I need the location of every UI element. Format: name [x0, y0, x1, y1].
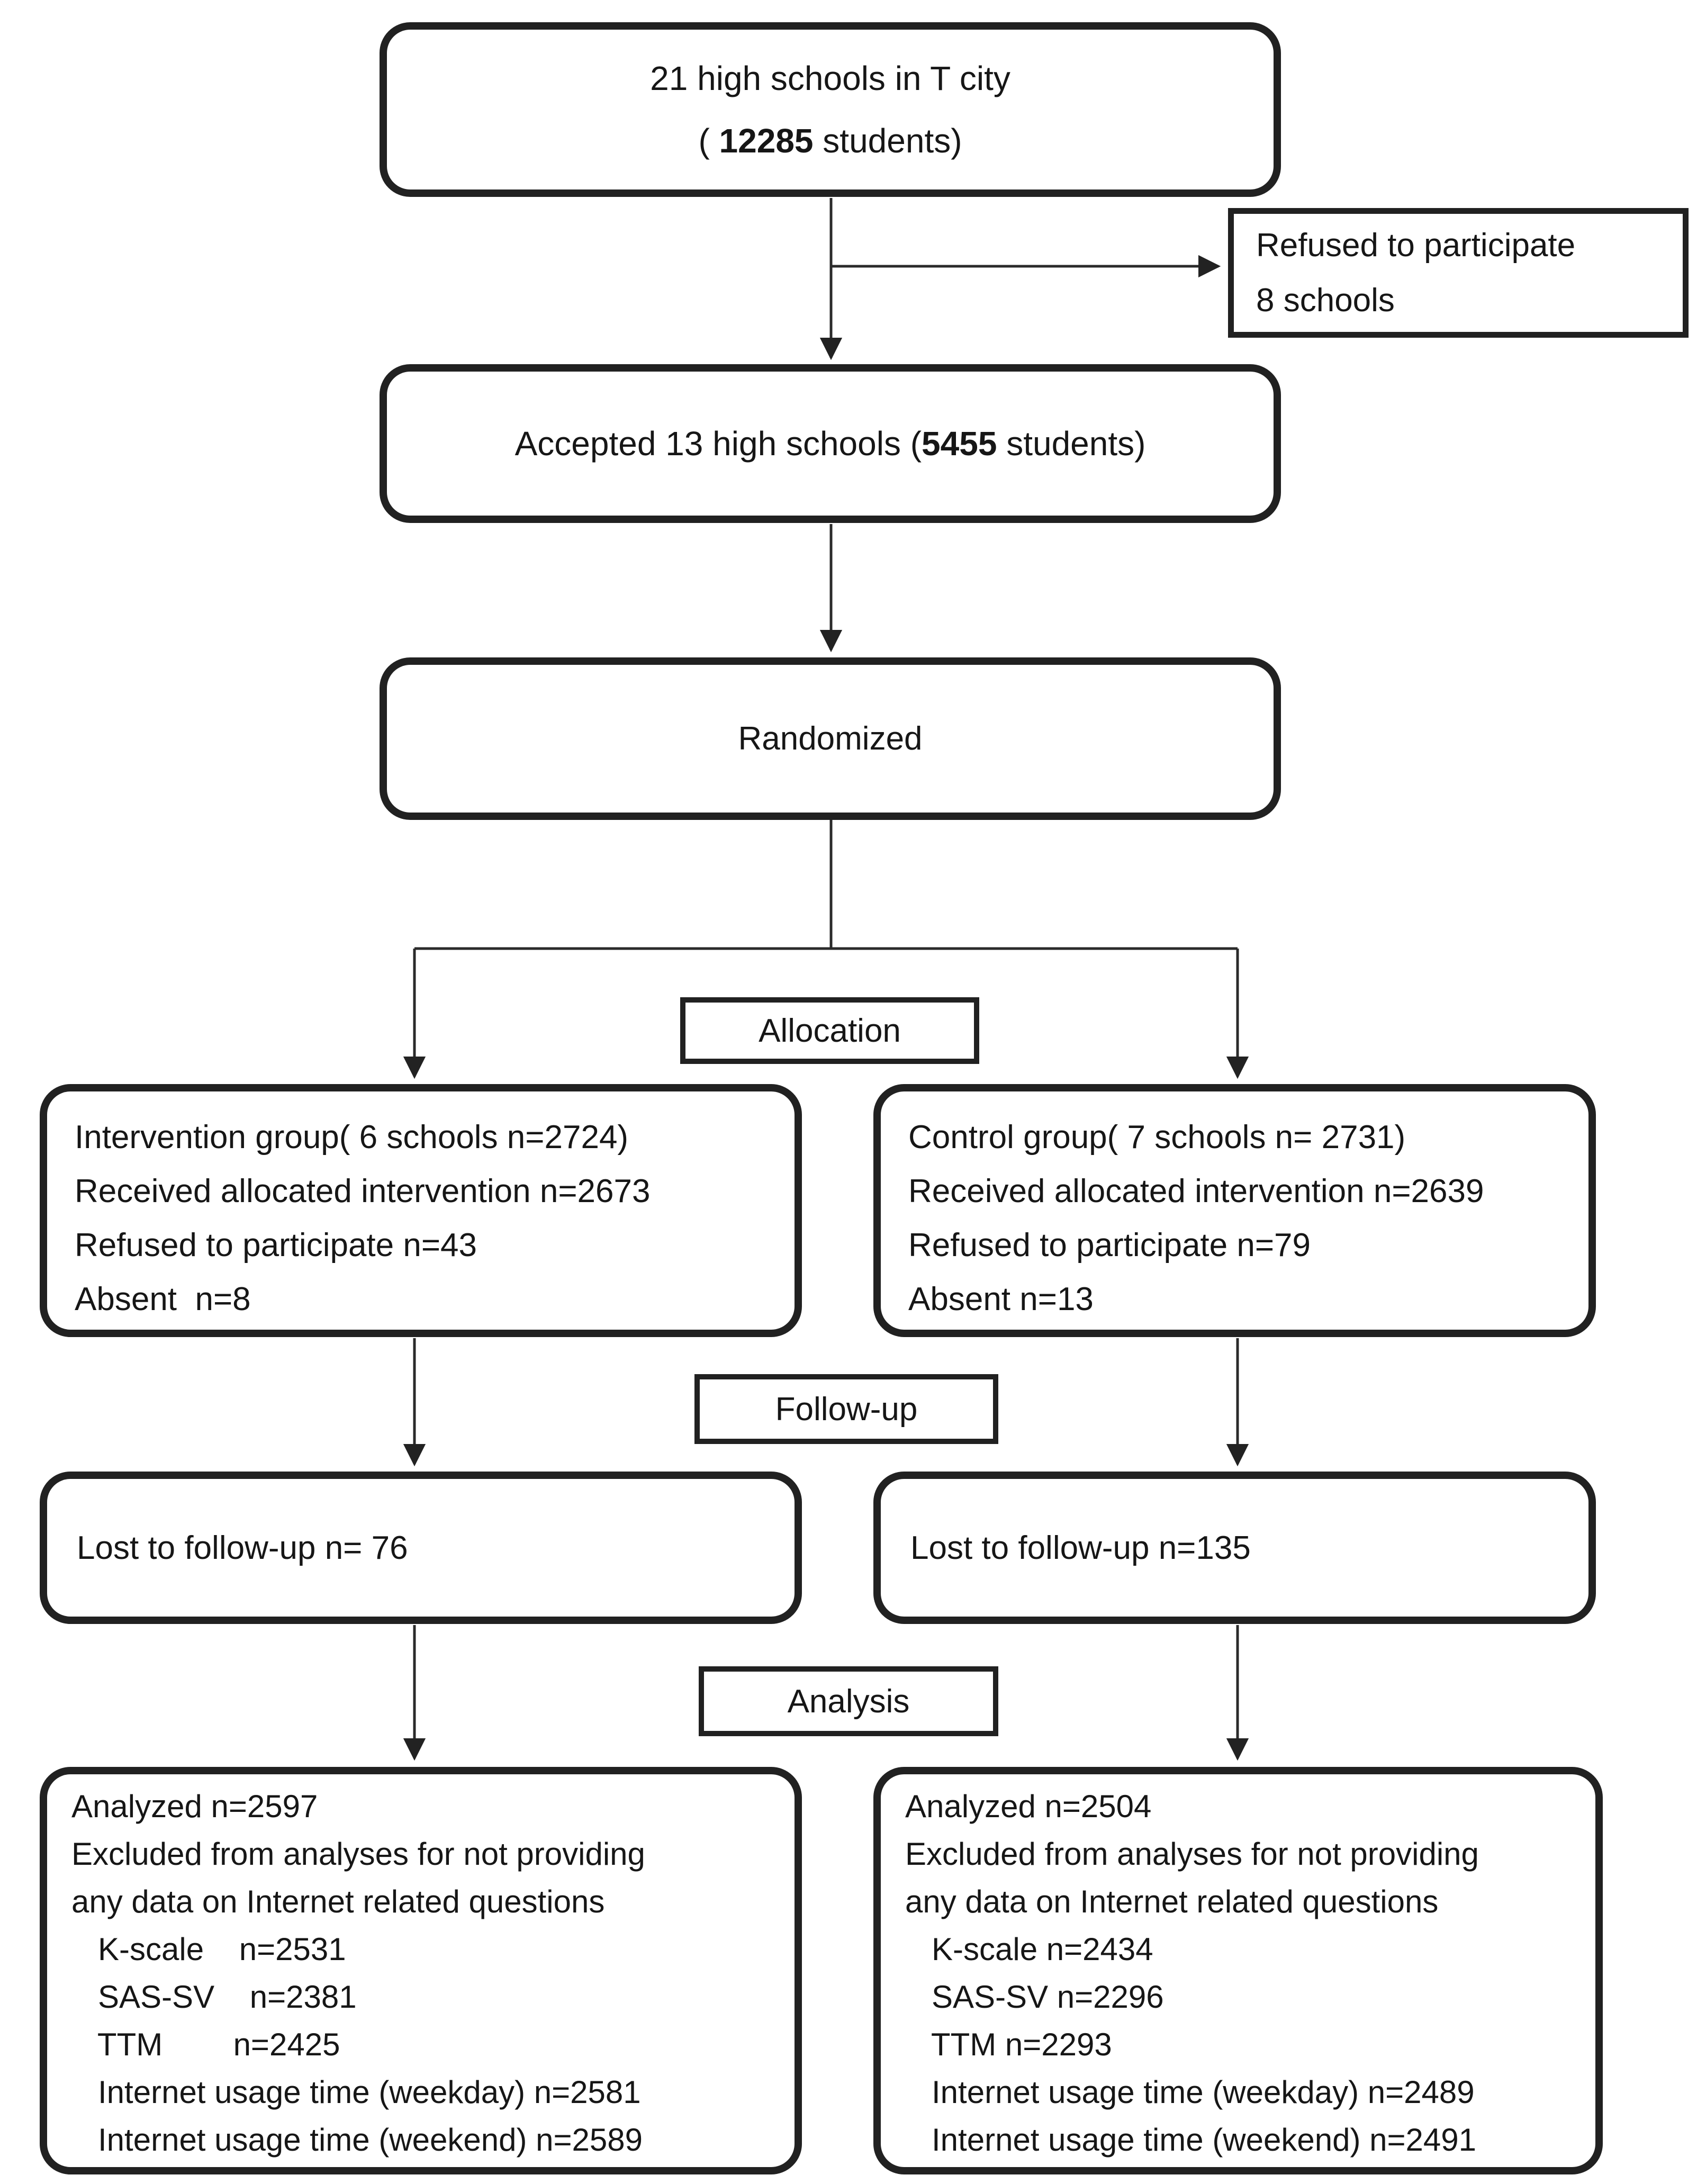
enrollment-student-count: 12285: [719, 122, 814, 160]
analysis-label-text: Analysis: [787, 1683, 910, 1720]
intervention-analysis-line: Internet usage time (weekday) n=2581: [71, 2074, 641, 2110]
intervention-analysis-line: Analyzed n=2597: [71, 1789, 318, 1824]
intervention-allocation-box: Intervention group( 6 schools n=2724) Re…: [40, 1084, 802, 1337]
control-allocation-line: Received allocated intervention n=2639: [908, 1173, 1484, 1210]
followup-section-label: Follow-up: [694, 1374, 998, 1444]
intervention-analysis-line: TTM n=2425: [71, 2027, 340, 2062]
analysis-section-label: Analysis: [699, 1666, 998, 1736]
allocation-label-text: Allocation: [759, 1012, 901, 1049]
enrollment-line2: ( 12285 students): [698, 110, 962, 172]
control-allocation-line: Refused to participate n=79: [908, 1227, 1311, 1264]
intervention-lost-text: Lost to follow-up n= 76: [77, 1529, 408, 1566]
refused-line2: 8 schools: [1256, 282, 1395, 319]
control-analysis-line: K-scale n=2434: [905, 1932, 1153, 1967]
allocation-section-label: Allocation: [680, 997, 979, 1064]
control-analysis-line: any data on Internet related questions: [905, 1884, 1439, 1919]
accepted-suffix: students): [997, 425, 1146, 463]
intervention-allocation-line: Received allocated intervention n=2673: [75, 1173, 651, 1210]
intervention-analysis-box: Analyzed n=2597 Excluded from analyses f…: [40, 1767, 802, 2174]
intervention-analysis-line: K-scale n=2531: [71, 1932, 346, 1967]
intervention-analysis-line: Excluded from analyses for not providing: [71, 1836, 645, 1872]
intervention-analysis-line: any data on Internet related questions: [71, 1884, 605, 1919]
enrollment-box: 21 high schools in T city ( 12285 studen…: [380, 22, 1281, 197]
accepted-prefix: Accepted 13 high schools (: [514, 425, 922, 463]
control-analysis-line: SAS-SV n=2296: [905, 1979, 1164, 2015]
randomized-label: Randomized: [738, 720, 923, 757]
control-allocation-line: Control group( 7 schools n= 2731): [908, 1119, 1406, 1156]
accepted-student-count: 5455: [922, 425, 997, 463]
randomized-box: Randomized: [380, 657, 1281, 820]
accepted-box: Accepted 13 high schools (5455 students): [380, 364, 1281, 523]
enrollment-paren-open: (: [698, 122, 719, 160]
control-lost-text: Lost to follow-up n=135: [910, 1529, 1251, 1566]
intervention-allocation-line: Absent n=8: [75, 1281, 251, 1317]
control-allocation-box: Control group( 7 schools n= 2731) Receiv…: [873, 1084, 1596, 1337]
intervention-analysis-line: Internet usage time (weekend) n=2589: [71, 2122, 643, 2158]
refused-box: Refused to participate 8 schools: [1228, 208, 1689, 338]
enrollment-line1: 21 high schools in T city: [650, 59, 1010, 97]
refused-line1: Refused to participate: [1256, 227, 1576, 264]
control-followup-box: Lost to follow-up n=135: [873, 1472, 1596, 1624]
control-analysis-box: Analyzed n=2504 Excluded from analyses f…: [873, 1767, 1603, 2174]
intervention-allocation-line: Intervention group( 6 schools n=2724): [75, 1119, 629, 1156]
control-analysis-line: Excluded from analyses for not providing: [905, 1836, 1479, 1872]
control-analysis-line: Internet usage time (weekend) n=2491: [905, 2122, 1477, 2158]
control-analysis-line: TTM n=2293: [905, 2027, 1112, 2062]
enrollment-line2-suffix: students): [813, 122, 962, 160]
followup-label-text: Follow-up: [775, 1391, 918, 1428]
intervention-followup-box: Lost to follow-up n= 76: [40, 1472, 802, 1624]
control-allocation-line: Absent n=13: [908, 1281, 1094, 1317]
intervention-allocation-line: Refused to participate n=43: [75, 1227, 477, 1264]
control-analysis-line: Internet usage time (weekday) n=2489: [905, 2074, 1475, 2110]
intervention-analysis-line: SAS-SV n=2381: [71, 1979, 357, 2015]
accepted-text: Accepted 13 high schools (5455 students): [515, 424, 1146, 463]
control-analysis-line: Analyzed n=2504: [905, 1789, 1152, 1824]
